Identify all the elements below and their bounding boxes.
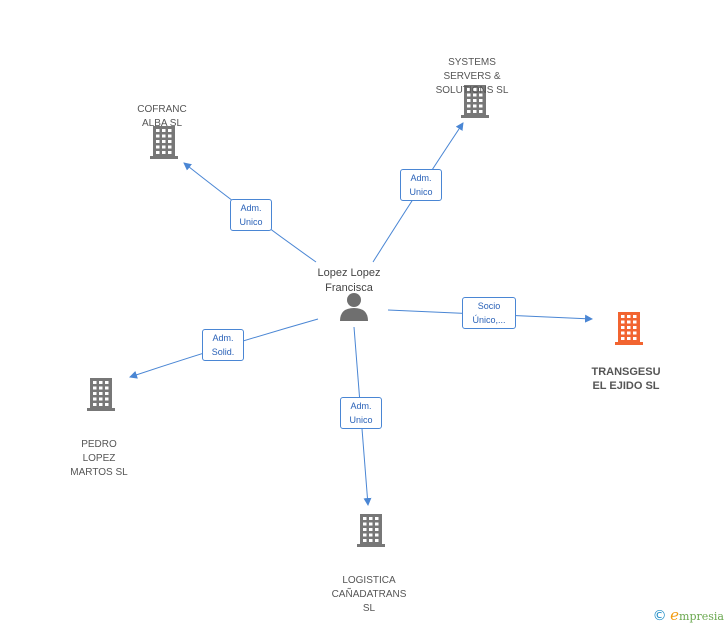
company-name-logistica: LOGISTICA CAÑADATRANS SL bbox=[331, 575, 407, 614]
brand-watermark: © empresia bbox=[653, 606, 724, 624]
company-name-transgesu: TRANSGESU EL EJIDO SL bbox=[591, 366, 661, 392]
copyright-icon: © bbox=[652, 608, 667, 624]
person-name: Lopez Lopez Francisca bbox=[317, 267, 381, 294]
building-icon[interactable] bbox=[461, 85, 489, 118]
relation-label-pedro[interactable]: Adm. Solid. bbox=[202, 329, 244, 361]
building-icon[interactable] bbox=[150, 126, 178, 159]
brand-name: mpresia bbox=[679, 610, 724, 623]
company-name-pedro: PEDRO LOPEZ MARTOS SL bbox=[70, 439, 128, 478]
company-name-cofranc: COFRANC ALBA SL bbox=[137, 104, 187, 129]
relation-label-systems[interactable]: Adm. Unico bbox=[400, 169, 442, 201]
relation-label-logistica[interactable]: Adm. Unico bbox=[340, 397, 382, 429]
building-icon[interactable] bbox=[615, 312, 643, 345]
building-icon[interactable] bbox=[87, 378, 115, 411]
relation-label-transgesu[interactable]: Socio Único,... bbox=[462, 297, 516, 329]
company-name-systems: SYSTEMS SERVERS & SOLUTIONS SL bbox=[435, 57, 509, 96]
brand-initial: e bbox=[670, 606, 680, 624]
person-icon[interactable] bbox=[340, 293, 368, 321]
relation-label-cofranc[interactable]: Adm. Unico bbox=[230, 199, 272, 231]
building-icon[interactable] bbox=[357, 514, 385, 547]
